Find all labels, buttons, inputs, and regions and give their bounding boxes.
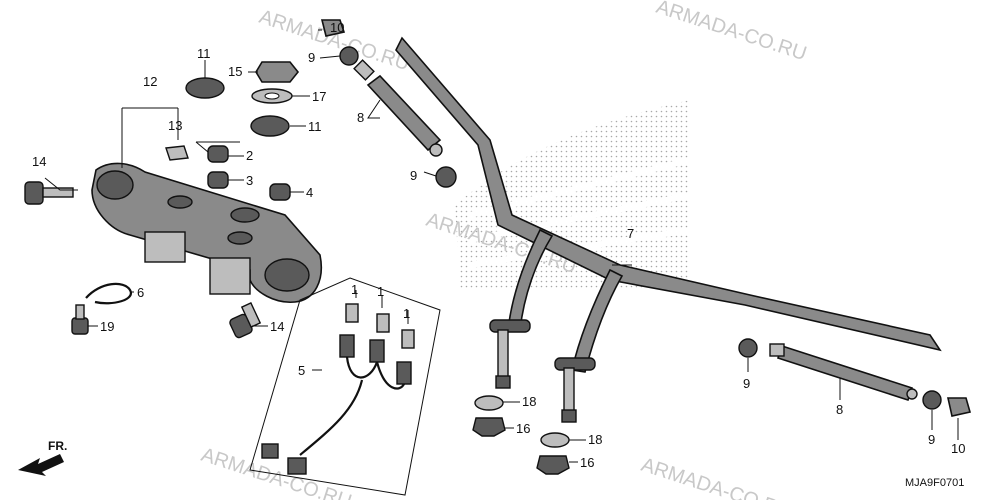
bolt: [71, 317, 89, 335]
callout-9: 9: [308, 50, 315, 65]
nut: [255, 61, 300, 83]
callout-4: 4: [306, 185, 313, 200]
damper-rubber: [339, 46, 359, 66]
callout-17: 17: [312, 89, 326, 104]
callout-8: 8: [357, 110, 364, 125]
callout-8: 8: [836, 402, 843, 417]
washer: [474, 395, 504, 411]
callout-10: 10: [330, 20, 344, 35]
front-label: FR.: [48, 439, 67, 453]
label-plate: [165, 145, 189, 161]
callout-5: 5: [298, 363, 305, 378]
rubber-bush: [250, 115, 290, 137]
callout-3: 3: [246, 173, 253, 188]
bar-end-weight-lower: [769, 343, 918, 402]
callout-9: 9: [928, 432, 935, 447]
bar-end-weight-upper: [353, 59, 443, 157]
callout-9: 9: [743, 376, 750, 391]
callout-13: 13: [168, 118, 182, 133]
front-direction-arrow: FR.: [18, 439, 67, 476]
washer: [540, 432, 570, 448]
callout-15: 15: [228, 64, 242, 79]
diagram-code: MJA9F0701: [905, 477, 964, 489]
callout-1: 1: [403, 306, 410, 321]
plug: [207, 145, 229, 163]
watermark-text: ARMADA-CO.RU: [638, 454, 794, 500]
wire-clamp: [85, 282, 133, 305]
callout-1: 1: [351, 282, 358, 297]
callout-numbers: 1 1 1 2 3 4 5 6 7 8 8 9 9 9 9 10 10 11 1…: [32, 20, 965, 470]
rubber-bush: [185, 77, 225, 99]
callout-2: 2: [246, 148, 253, 163]
callout-19: 19: [100, 319, 114, 334]
callout-14: 14: [270, 319, 284, 334]
callout-11: 11: [197, 46, 211, 61]
plug: [207, 171, 229, 189]
nut: [472, 417, 506, 437]
damper-rubber: [435, 166, 457, 188]
callout-12: 12: [143, 74, 157, 89]
nut: [536, 455, 570, 475]
callout-9: 9: [410, 168, 417, 183]
callout-18: 18: [588, 432, 602, 447]
callout-16: 16: [580, 455, 594, 470]
callout-10: 10: [951, 441, 965, 456]
callout-11: 11: [308, 119, 322, 134]
clip: [947, 397, 972, 417]
clip: [320, 19, 346, 37]
callout-1: 1: [377, 284, 384, 299]
watermark-text: ARMADA-CO.RU: [653, 0, 809, 65]
callout-6: 6: [137, 285, 144, 300]
top-bridge: [91, 162, 322, 303]
bolt-top-bridge-lower: [229, 301, 262, 339]
callout-14: 14: [32, 154, 46, 169]
indicator-harness: [249, 277, 441, 496]
bolt-top-bridge-left: [24, 181, 74, 205]
callout-7: 7: [627, 226, 634, 241]
callout-18: 18: [522, 394, 536, 409]
damper-rubber: [738, 338, 758, 358]
plug: [269, 183, 291, 201]
damper-rubber: [922, 390, 942, 410]
callout-16: 16: [516, 421, 530, 436]
handlebar: [395, 36, 942, 423]
leader-lines: [44, 29, 959, 463]
